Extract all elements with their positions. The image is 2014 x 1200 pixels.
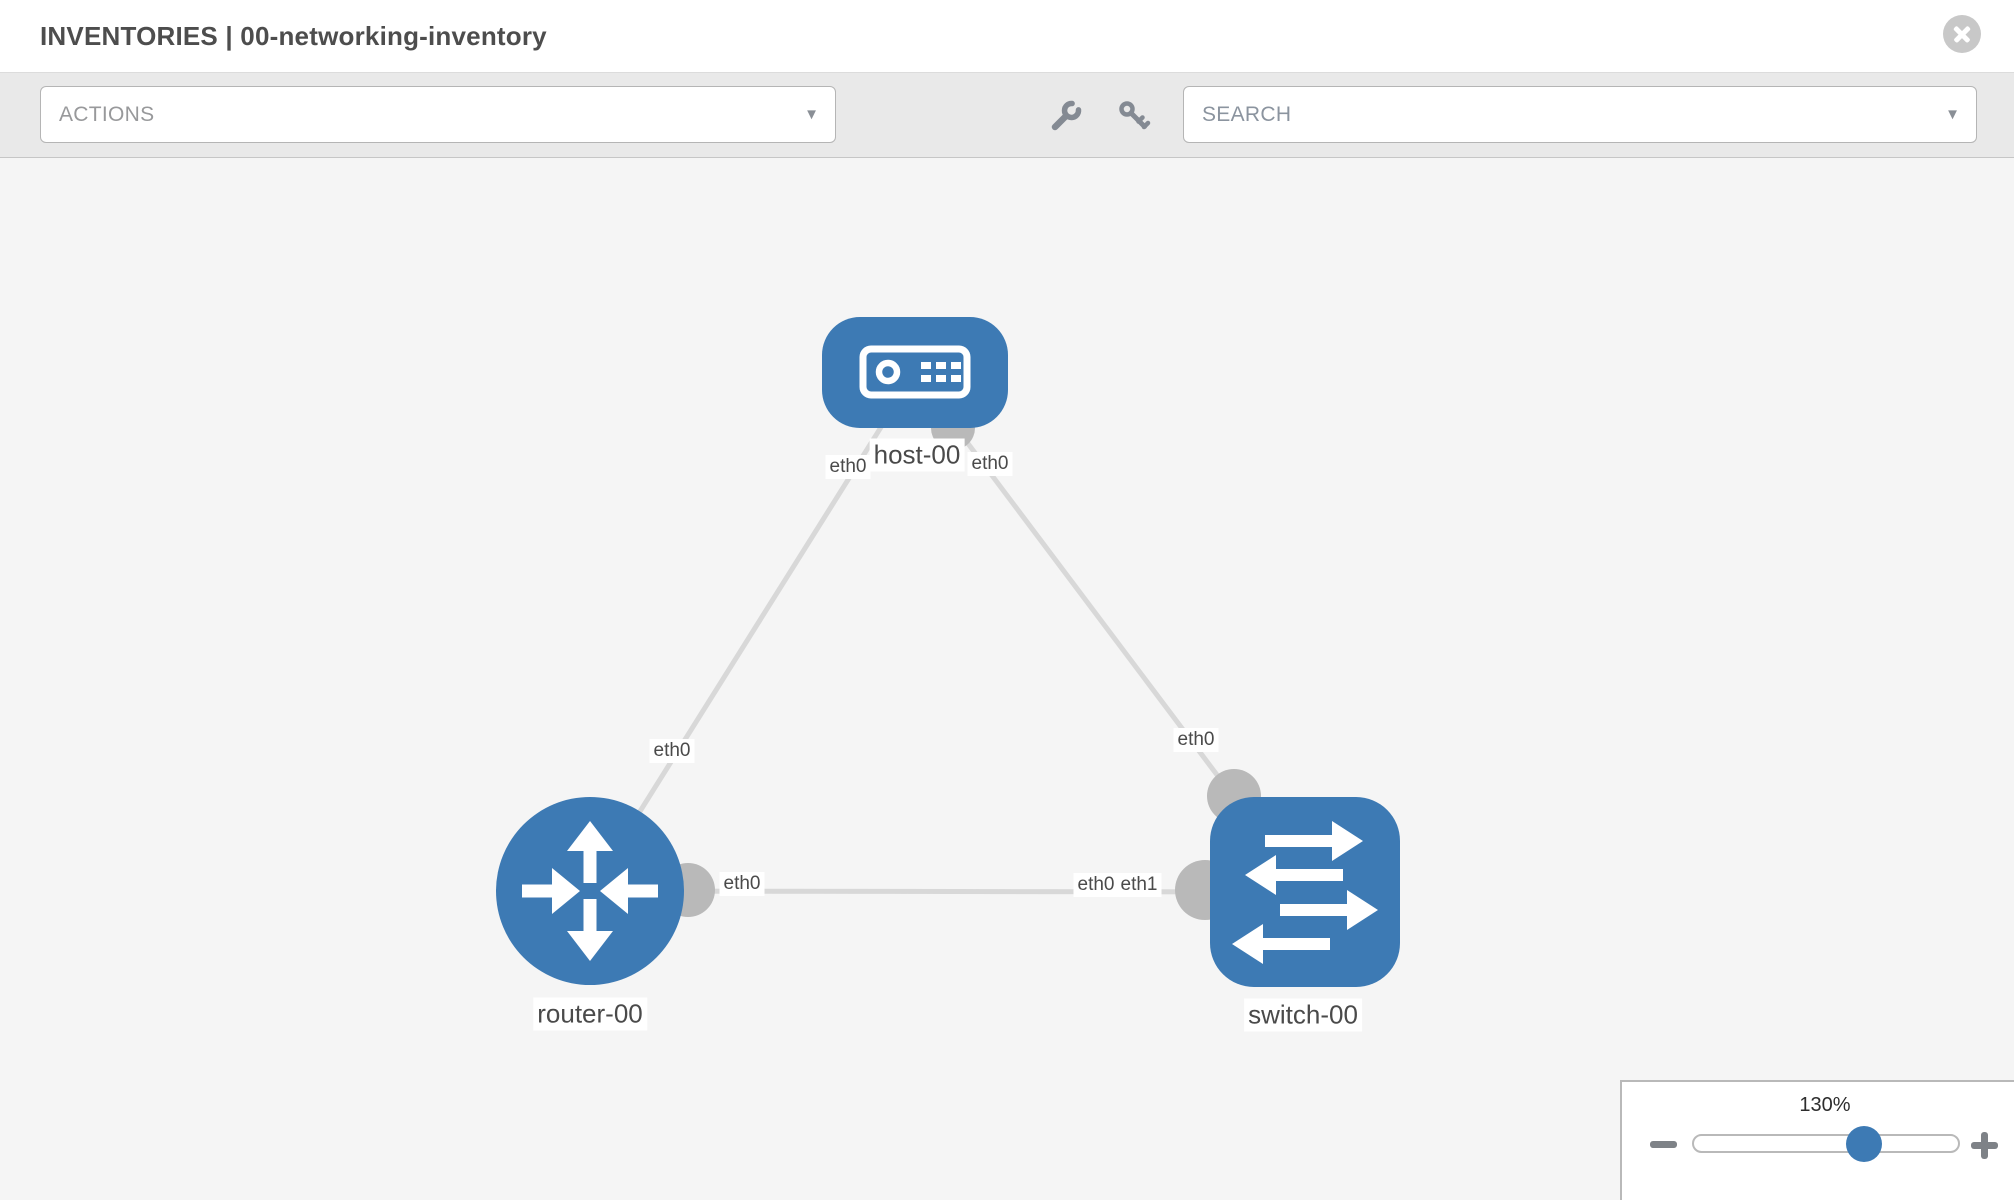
zoom-percentage: 130%	[1799, 1094, 1851, 1116]
interface-label: eth0	[1073, 873, 1119, 897]
interface-label: eth1	[1116, 873, 1162, 897]
actions-dropdown-label: ACTIONS	[59, 103, 155, 126]
chevron-down-icon: ▼	[1945, 106, 1960, 123]
actions-dropdown[interactable]: ACTIONS ▼	[40, 86, 836, 143]
search-dropdown[interactable]: SEARCH ▼	[1183, 86, 1977, 143]
wrench-icon[interactable]	[1048, 98, 1084, 134]
topology-graph	[496, 317, 1400, 987]
plus-icon	[1981, 1132, 1988, 1159]
node-label-router: router-00	[533, 997, 647, 1031]
zoom-in-button[interactable]	[1969, 1130, 1999, 1160]
chevron-down-icon: ▼	[804, 106, 819, 123]
interface-label: eth0	[1173, 728, 1219, 752]
close-button[interactable]	[1943, 15, 1981, 53]
switch-icon	[1232, 821, 1378, 964]
interface-label: eth0	[967, 452, 1013, 476]
zoom-slider-track[interactable]	[1692, 1134, 1960, 1153]
header: INVENTORIES | 00-networking-inventory	[0, 0, 2014, 72]
key-icon[interactable]	[1116, 98, 1152, 134]
node-router-00[interactable]	[496, 797, 684, 985]
page-title: INVENTORIES | 00-networking-inventory	[40, 21, 547, 51]
topology-canvas[interactable]: eth0 host-00 eth0 eth0 eth0 eth0 eth0 et…	[0, 158, 2014, 1200]
router-icon	[522, 821, 658, 961]
node-label-switch: switch-00	[1244, 998, 1362, 1032]
search-dropdown-label: SEARCH	[1202, 103, 1292, 126]
zoom-out-button[interactable]	[1650, 1141, 1677, 1148]
host-icon	[859, 345, 971, 399]
interface-label: eth0	[649, 739, 695, 763]
node-host-00[interactable]	[822, 317, 1008, 428]
zoom-panel: 130%	[1620, 1080, 2014, 1200]
zoom-slider-thumb[interactable]	[1846, 1126, 1882, 1162]
interface-label: eth0	[825, 455, 871, 479]
node-switch-00[interactable]	[1210, 797, 1400, 987]
interface-label: eth0	[719, 872, 765, 896]
node-label-host: host-00	[869, 438, 965, 472]
toolbar: ACTIONS ▼ SEARCH ▼	[0, 72, 2014, 158]
